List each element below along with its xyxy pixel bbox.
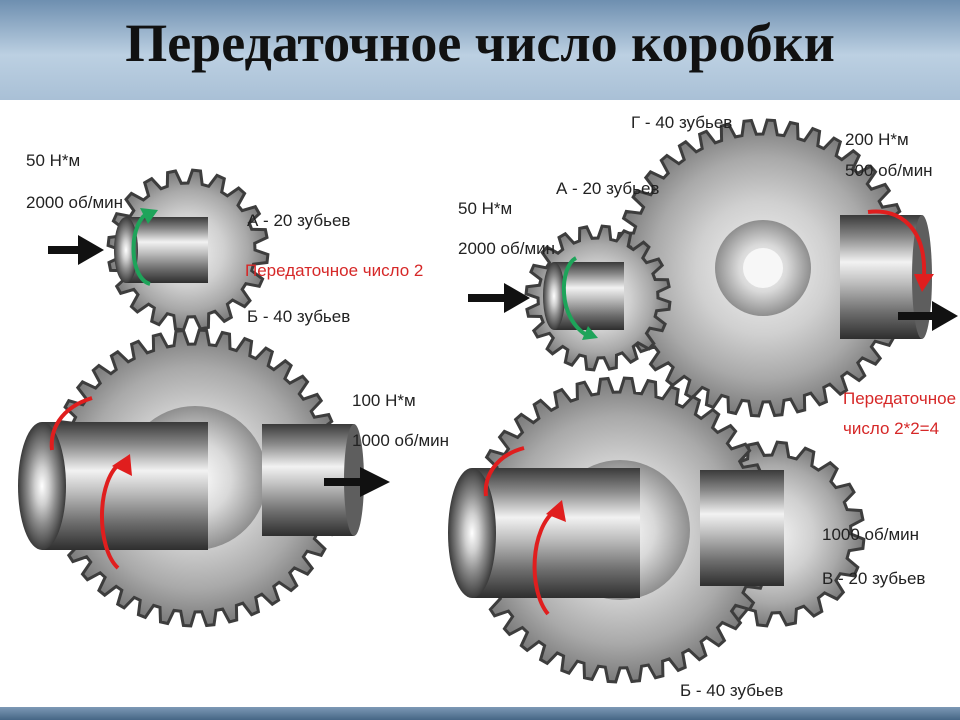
right-input-speed: 2000 об/мин <box>458 239 555 258</box>
right-output-arrow-head-icon <box>932 301 958 331</box>
left-output-speed: 1000 об/мин <box>352 431 449 450</box>
right-rotation-arrow-red-icon <box>532 508 558 616</box>
left-input-torque: 50 Н*м <box>26 151 80 170</box>
input-arrow-head-icon <box>78 235 104 265</box>
left-input-speed: 2000 об/мин <box>26 193 123 212</box>
right-gear-b-label: Б - 40 зубьев <box>680 681 783 700</box>
left-output-torque: 100 Н*м <box>352 391 416 410</box>
right-gear-g-group <box>613 118 913 418</box>
right-ratio-line2: число 2*2=4 <box>843 419 939 438</box>
right-middle-shaft <box>700 470 784 586</box>
title-bar: Передаточное число коробки <box>0 0 960 100</box>
left-gear-a-label: А - 20 зубьев <box>247 211 350 230</box>
right-input-arrow-head-icon <box>504 283 530 313</box>
left-input-shaft <box>114 217 208 283</box>
rotation-arrow-green-icon <box>131 210 151 286</box>
right-gear-v-label: В - 20 зубьев <box>822 569 925 588</box>
rotation-arrow-green-head-icon <box>140 208 158 224</box>
rotation-arrow-red-icon <box>100 460 124 570</box>
right-mid-speed: 1000 об/мин <box>822 525 919 544</box>
left-front-shaft <box>18 422 208 550</box>
right-output-rotation-arrow-head-icon <box>914 274 934 292</box>
bottom-bar <box>0 707 960 720</box>
rotation-arrow-red-tail-icon <box>49 396 93 451</box>
rotation-arrow-red-head-icon <box>112 454 132 476</box>
output-arrow-head-icon <box>360 467 390 497</box>
right-output-speed: 500 об/мин <box>845 161 933 180</box>
right-rotation-arrow-red-head-icon <box>546 500 566 522</box>
right-front-shaft <box>448 468 640 598</box>
right-input-shaft <box>543 262 624 330</box>
right-input-torque: 50 Н*м <box>458 199 512 218</box>
right-output-rotation-arrow-icon <box>867 209 927 277</box>
right-gear-a-label: А - 20 зубьев <box>556 179 659 198</box>
right-rotation-arrow-green-icon <box>561 256 590 338</box>
left-gear-b-label: Б - 40 зубьев <box>247 307 350 326</box>
page-title: Передаточное число коробки <box>125 13 835 73</box>
right-ratio-line1: Передаточное <box>843 389 956 408</box>
left-ratio-label: Передаточное число 2 <box>245 261 423 280</box>
right-gear-g-label: Г - 40 зубьев <box>631 113 732 132</box>
right-rotation-arrow-red-tail-icon <box>483 446 525 497</box>
gear-g-right-center <box>743 248 783 288</box>
right-output-torque: 200 Н*м <box>845 130 909 149</box>
right-rotation-arrow-green-head-icon <box>582 326 598 340</box>
